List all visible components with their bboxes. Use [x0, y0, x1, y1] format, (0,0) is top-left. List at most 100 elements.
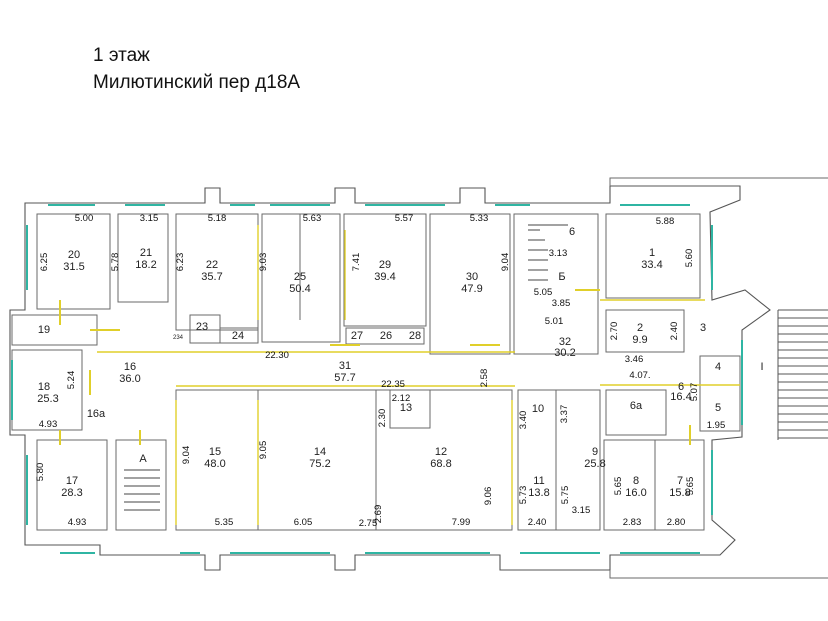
dimension-label: 6.25 [39, 253, 50, 272]
stair-A-icon [124, 469, 160, 511]
dimension-label: 5.60 [684, 249, 695, 268]
room-number: 17 [66, 475, 78, 487]
room-area: 36.0 [119, 373, 140, 385]
room-number: 16 [124, 361, 136, 373]
room-area: 25.3 [37, 393, 58, 405]
room-area: 35.7 [201, 271, 222, 283]
room-area: 48.0 [204, 458, 225, 470]
stairs [124, 224, 828, 511]
dimension-label: 5.63 [303, 213, 322, 224]
room-number: 22 [206, 259, 218, 271]
room-area: 18.2 [135, 259, 156, 271]
room-area: 16.0 [625, 487, 646, 499]
windows [11, 204, 743, 554]
stair-B-icon [528, 224, 568, 281]
dimension-label: 2.70 [609, 322, 620, 341]
dimension-lines [59, 225, 740, 525]
room-number: 13 [400, 402, 412, 414]
entrance-steps-icon [777, 309, 828, 440]
dimension-label: 5.07 [689, 383, 700, 402]
room-number: 3 [700, 322, 706, 334]
room-2-3-wall [605, 309, 685, 353]
room-number: 14 [314, 446, 326, 458]
room-number: 10 [532, 403, 544, 415]
room-number: 29 [379, 259, 391, 271]
rooms-10-11-wall [517, 389, 601, 531]
room-area: 28.3 [61, 487, 82, 499]
dimension-label: 2.30 [377, 409, 388, 428]
room-number: 32 [559, 336, 571, 348]
building-outline [9, 177, 828, 579]
dimension-label: 5.33 [470, 213, 489, 224]
dimension-label: 3.13 [549, 248, 568, 259]
room-number: 21 [140, 247, 152, 259]
room-area: 13.8 [528, 487, 549, 499]
dimension-label: 2.58 [479, 369, 490, 388]
dimension-label: 9.04 [500, 253, 511, 272]
room-number: 19 [38, 324, 50, 336]
dimension-labels: 5.00 3.15 5.18 5.63 5.57 5.33 5.88 6.25 … [35, 213, 725, 529]
dimension-label: 1.95 [707, 420, 726, 431]
room-area: 16.4 [670, 391, 691, 403]
room-area: 57.7 [334, 372, 355, 384]
dimension-label: 4.07. [629, 370, 650, 381]
dimension-label: 2.80 [667, 517, 686, 528]
room-4-5-wall [699, 355, 741, 432]
room-number: 23 [196, 321, 208, 333]
room-area: 25.8 [584, 458, 605, 470]
dimension-label: 5.57 [395, 213, 414, 224]
room-17-wall [36, 439, 108, 531]
room-number: 2 [637, 322, 643, 334]
room-number: 27 [351, 330, 363, 342]
room-number: 9 [592, 446, 598, 458]
room-number: 7 [677, 475, 683, 487]
room-number: 30 [466, 271, 478, 283]
room-27-28-wall [345, 327, 425, 345]
room-number: 6 [569, 226, 575, 238]
room-29-wall [343, 213, 427, 327]
room-area: 33.4 [641, 259, 662, 271]
dimension-label: 5.73 [518, 486, 529, 505]
dimension-label: 3.85 [552, 298, 571, 309]
room-13-wall [389, 389, 431, 429]
terrace-outline [609, 177, 828, 186]
room-20-wall [36, 213, 111, 310]
room-area: 39.4 [374, 271, 395, 283]
room-number: 16а [87, 408, 106, 420]
dimension-label: 5.35 [215, 517, 234, 528]
room-number: Б [558, 271, 565, 283]
dimension-label: 9.03 [258, 253, 269, 272]
room-number: 20 [68, 249, 80, 261]
room-number: 8 [633, 475, 639, 487]
room-number: I [760, 361, 763, 373]
dimension-label: 2.69 [373, 505, 384, 524]
floor-title: 1 этаж [93, 45, 150, 66]
room-number: 1 [649, 247, 655, 259]
room-area: 30.2 [554, 347, 575, 359]
room-number: А [139, 453, 147, 465]
rooms-7-8-wall [603, 439, 705, 531]
room-area: 68.8 [430, 458, 451, 470]
dimension-label: 22.35 [381, 379, 405, 390]
dimension-label: 3.40 [518, 411, 529, 430]
dimension-label: 6.23 [175, 253, 186, 272]
room-number: 31 [339, 360, 351, 372]
room-6a-wall [605, 389, 667, 436]
room-number: 28 [409, 330, 421, 342]
dimension-label: 7.99 [452, 517, 471, 528]
dimension-label: 2.40 [669, 322, 680, 341]
room-1-wall [605, 213, 701, 299]
dimension-label: 5.01 [545, 316, 564, 327]
dimension-label: 5.75 [560, 486, 571, 505]
dimension-label: 7.41 [351, 253, 362, 272]
dimension-label: 5.18 [208, 213, 227, 224]
room-number: 12 [435, 446, 447, 458]
room-21-wall [117, 213, 169, 303]
room-area: 15.8 [669, 487, 690, 499]
room-number: 6 [678, 381, 684, 393]
room-number: 234 [173, 335, 184, 341]
address-title: Милютинский пер д18А [93, 72, 301, 93]
dimension-label: 3.37 [559, 405, 570, 424]
outer-wall [9, 185, 771, 571]
dimension-label: 5.80 [35, 463, 46, 482]
